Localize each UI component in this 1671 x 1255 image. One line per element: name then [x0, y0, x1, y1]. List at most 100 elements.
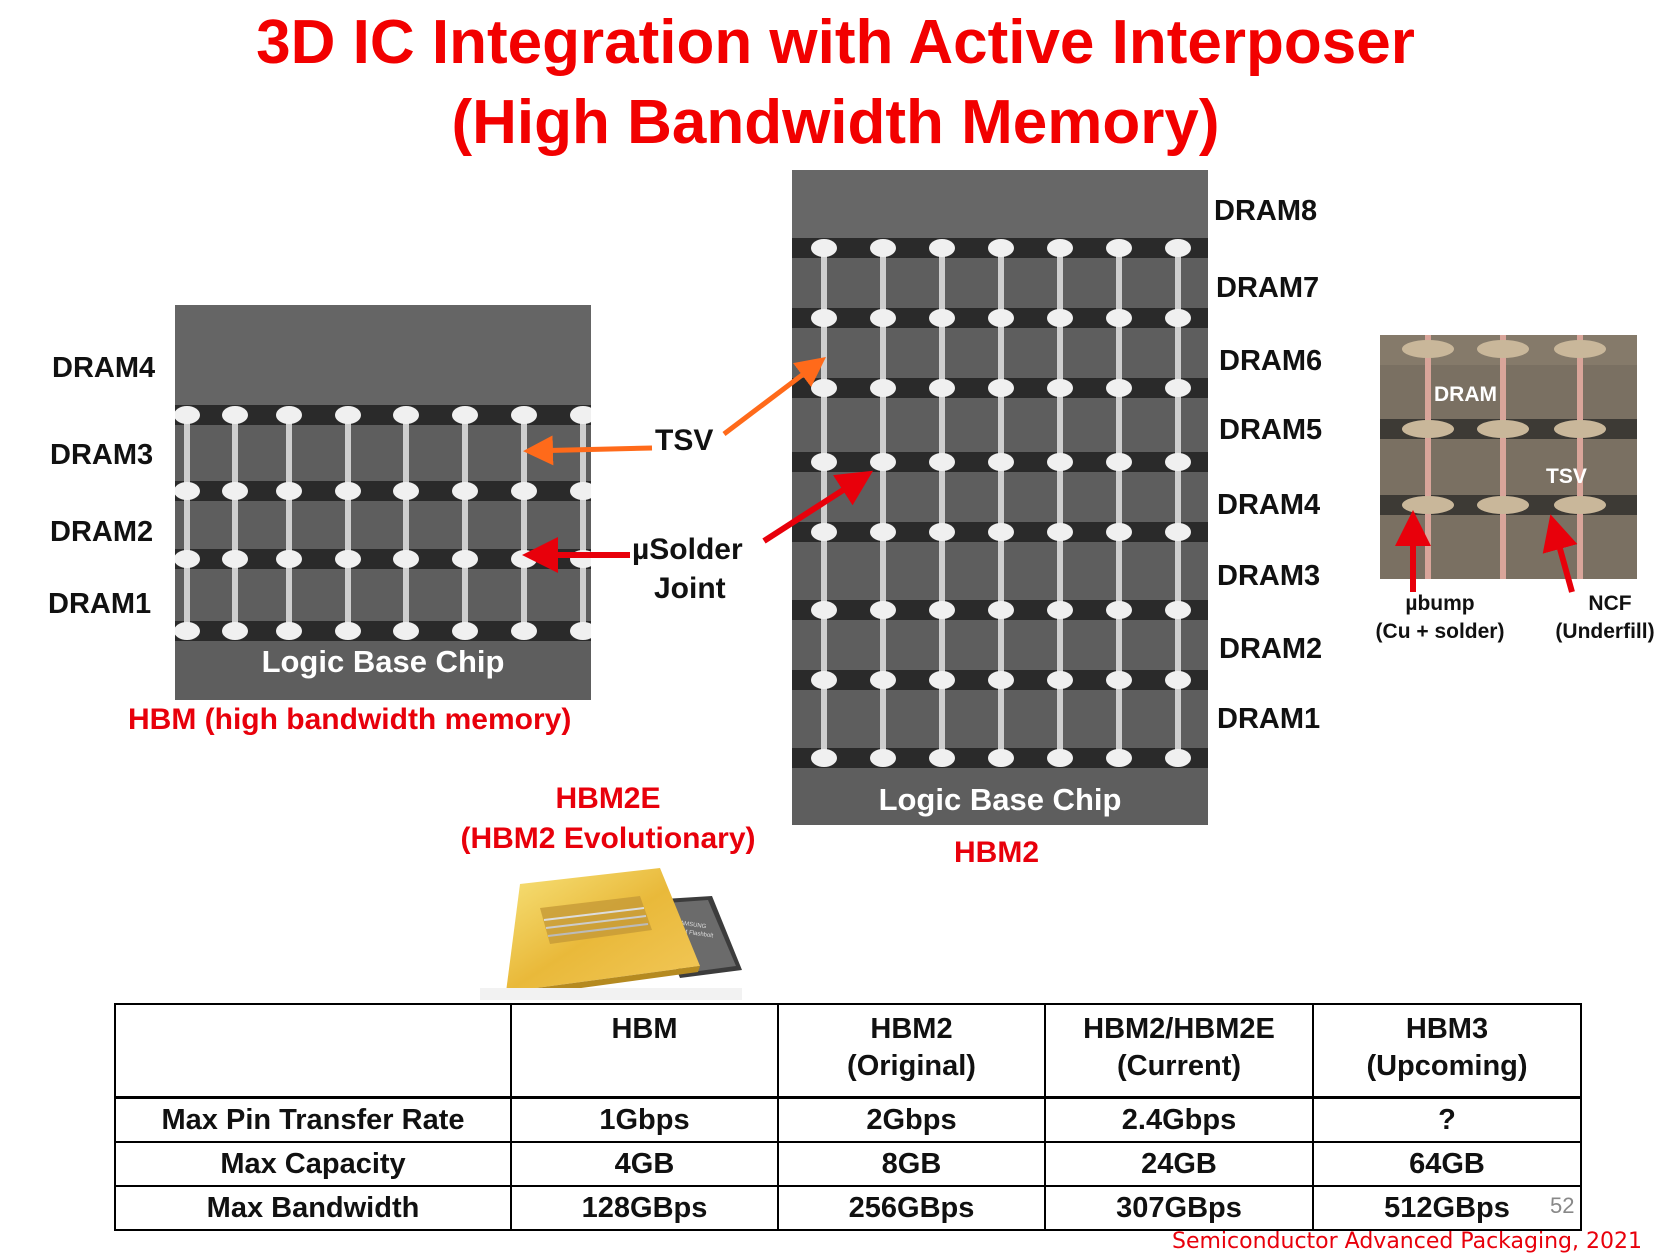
hbm2-caption: HBM2	[954, 836, 1040, 869]
micro-bump	[511, 622, 537, 640]
micro-bump	[276, 406, 302, 424]
table-row: Max Pin Transfer Rate 1Gbps 2Gbps 2.4Gbp…	[114, 1096, 1582, 1143]
ncf-arrow	[1542, 514, 1578, 593]
micro-bump	[988, 239, 1014, 257]
table-header-cell: HBM	[510, 1003, 779, 1099]
micro-bump	[1165, 749, 1191, 767]
table-header-cell	[114, 1003, 512, 1099]
micro-bump	[811, 453, 837, 471]
micro-bump	[870, 453, 896, 471]
micro-bump	[1106, 309, 1132, 327]
hbm2-dram5-label: DRAM5	[1219, 414, 1323, 446]
micro-bump	[1106, 749, 1132, 767]
micro-bump	[1165, 379, 1191, 397]
tsv-column	[939, 248, 945, 758]
table-cell: 8GB	[777, 1141, 1046, 1187]
micro-bump	[393, 622, 419, 640]
micro-bump	[175, 550, 200, 568]
table-cell: 512GBps	[1312, 1185, 1582, 1231]
tsv-column	[580, 415, 586, 631]
chip-model-text: HBM Flashbolt	[674, 928, 714, 939]
micro-bump	[811, 523, 837, 541]
tsv-arrow-left	[523, 435, 653, 466]
hbm2-dram2-label: DRAM2	[1219, 633, 1323, 665]
ncf-label-line1: NCF	[1588, 592, 1632, 615]
table-cell: 2Gbps	[777, 1096, 1046, 1143]
micro-bump	[1165, 239, 1191, 257]
tsv-column	[345, 415, 351, 631]
micro-bump	[929, 601, 955, 619]
micro-bump	[929, 309, 955, 327]
micro-bump	[393, 406, 419, 424]
micro-bump	[175, 406, 200, 424]
micro-bump	[870, 749, 896, 767]
source-citation: Semiconductor Advanced Packaging, 2021	[1172, 1229, 1642, 1254]
hbm2e-subtitle: (HBM2 Evolutionary)	[460, 822, 756, 855]
page-number: 52	[1550, 1193, 1575, 1218]
micro-bump	[1047, 453, 1073, 471]
micro-bump	[811, 309, 837, 327]
row-label-cell: Max Bandwidth	[114, 1185, 512, 1231]
table-cell: 64GB	[1312, 1141, 1582, 1187]
micro-bump	[1047, 523, 1073, 541]
chip-brand-text: SAMSUNG	[676, 920, 707, 930]
micrograph-image	[1380, 335, 1637, 579]
micro-bump	[276, 550, 302, 568]
micro-bump	[1047, 601, 1073, 619]
ubump-label-line1: µbump	[1405, 592, 1475, 615]
micro-bump	[988, 379, 1014, 397]
table-cell: 1Gbps	[510, 1096, 779, 1143]
micro-bump	[1106, 453, 1132, 471]
hbm-dram4-label: DRAM4	[52, 352, 156, 384]
tsv-column	[286, 415, 292, 631]
micro-bump	[393, 482, 419, 500]
table-row: Max Capacity 4GB 8GB 24GB 64GB	[114, 1141, 1582, 1187]
micro-bump	[175, 482, 200, 500]
tsv-annotation: TSV	[655, 424, 714, 457]
solder-annotation-line1: µSolder	[632, 533, 743, 566]
hbm-caption: HBM (high bandwidth memory)	[128, 703, 572, 736]
hbm2-dram3-label: DRAM3	[1217, 560, 1321, 592]
tsv-column	[521, 415, 527, 631]
micro-bump	[222, 482, 248, 500]
tsv-column	[1116, 248, 1122, 758]
tsv-column	[184, 415, 190, 631]
micro-bump	[870, 379, 896, 397]
micrograph-tsv-label: TSV	[1546, 465, 1587, 488]
micro-bump	[988, 749, 1014, 767]
header-line1: HBM2/HBM2E	[1083, 1013, 1275, 1045]
micro-bump	[870, 309, 896, 327]
micro-bump	[1165, 453, 1191, 471]
micro-bump	[570, 622, 591, 640]
micro-bump	[335, 550, 361, 568]
table-header-row: HBM HBM2(Original) HBM2/HBM2E(Current) H…	[114, 1003, 1582, 1099]
table-row: Max Bandwidth 128GBps 256GBps 307GBps 51…	[114, 1185, 1582, 1231]
micro-bump	[222, 622, 248, 640]
micro-bump	[335, 622, 361, 640]
tsv-arrow-right	[722, 356, 826, 436]
micro-bump	[1047, 749, 1073, 767]
micro-bump	[393, 550, 419, 568]
header-line2: (Original)	[847, 1050, 976, 1082]
table-header-cell: HBM2/HBM2E(Current)	[1044, 1003, 1314, 1099]
table-header-cell: HBM2(Original)	[777, 1003, 1046, 1099]
micro-bump	[929, 453, 955, 471]
hbm-dram2-label: DRAM2	[50, 516, 154, 548]
micro-bump	[870, 601, 896, 619]
micrograph-dram-label: DRAM	[1434, 383, 1497, 406]
micro-bump	[929, 379, 955, 397]
micro-bump	[929, 523, 955, 541]
table-cell: 4GB	[510, 1141, 779, 1187]
micro-bump	[988, 601, 1014, 619]
micro-bump	[1106, 239, 1132, 257]
micro-bump	[222, 550, 248, 568]
slide-title-line1: 3D IC Integration with Active Interposer	[256, 8, 1415, 77]
micro-bump	[276, 622, 302, 640]
micro-bump	[988, 671, 1014, 689]
solder-annotation-line2: Joint	[654, 572, 726, 605]
micro-bump	[452, 482, 478, 500]
micro-bump	[929, 239, 955, 257]
micro-bump	[276, 482, 302, 500]
table-cell: ?	[1312, 1096, 1582, 1143]
